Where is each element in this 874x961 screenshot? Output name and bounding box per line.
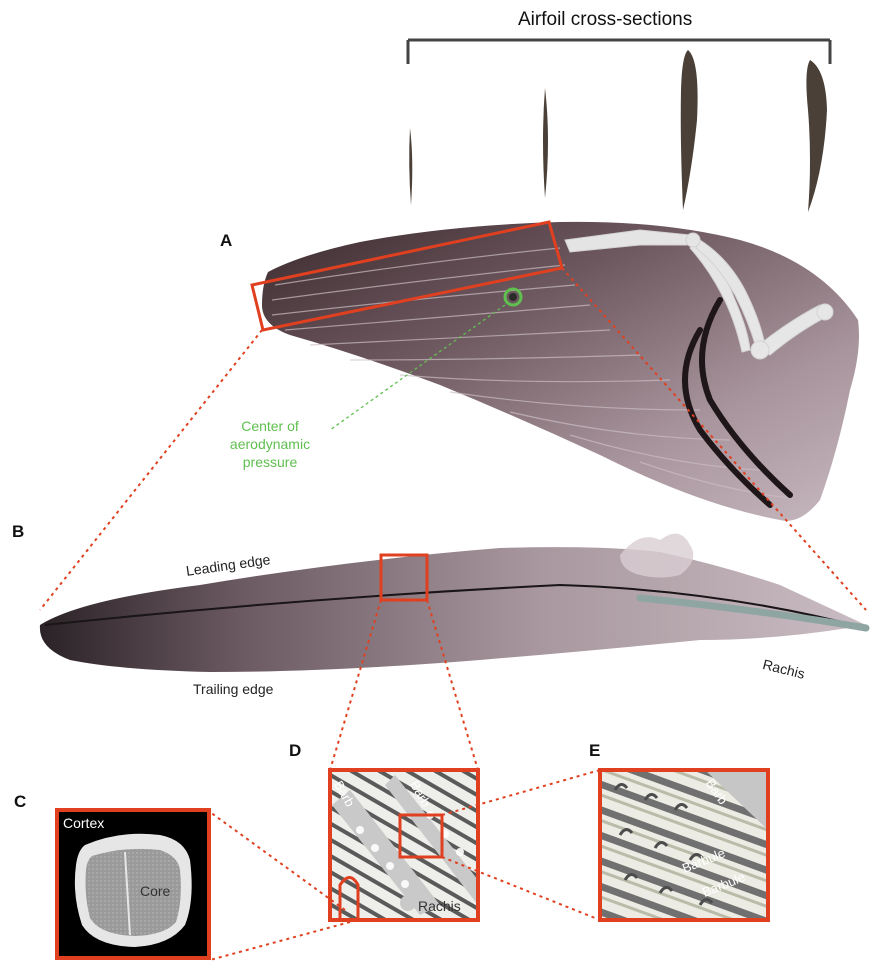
wing-illustration: [252, 222, 859, 521]
center-of-pressure-label: Center of aerodynamic pressure: [215, 417, 325, 471]
airfoil-section-3: [681, 50, 698, 210]
panel-c-cross-section: [57, 810, 209, 958]
panel-label-e: E: [589, 741, 600, 761]
panel-label-d: D: [289, 741, 301, 761]
figure-title: Airfoil cross-sections: [518, 9, 692, 31]
rachis-label-d: Rachis: [418, 898, 461, 914]
core-label: Core: [140, 883, 170, 899]
feather-illustration: [40, 534, 866, 672]
center-label-line-3: pressure: [215, 453, 325, 471]
airfoil-section-1: [409, 128, 412, 205]
panel-label-a: A: [220, 231, 232, 251]
panel-e-detail: [600, 770, 768, 920]
center-label-line-2: aerodynamic: [215, 435, 325, 453]
airfoil-section-4: [806, 60, 827, 212]
airfoil-section-2: [543, 88, 548, 198]
center-label-line-1: Center of: [215, 417, 325, 435]
airfoil-bracket: [408, 40, 830, 64]
cortex-label: Cortex: [63, 815, 104, 831]
airfoil-cross-sections: [409, 50, 827, 212]
panel-label-b: B: [12, 522, 24, 542]
trailing-edge-label: Trailing edge: [193, 681, 273, 697]
panel-label-c: C: [14, 792, 26, 812]
